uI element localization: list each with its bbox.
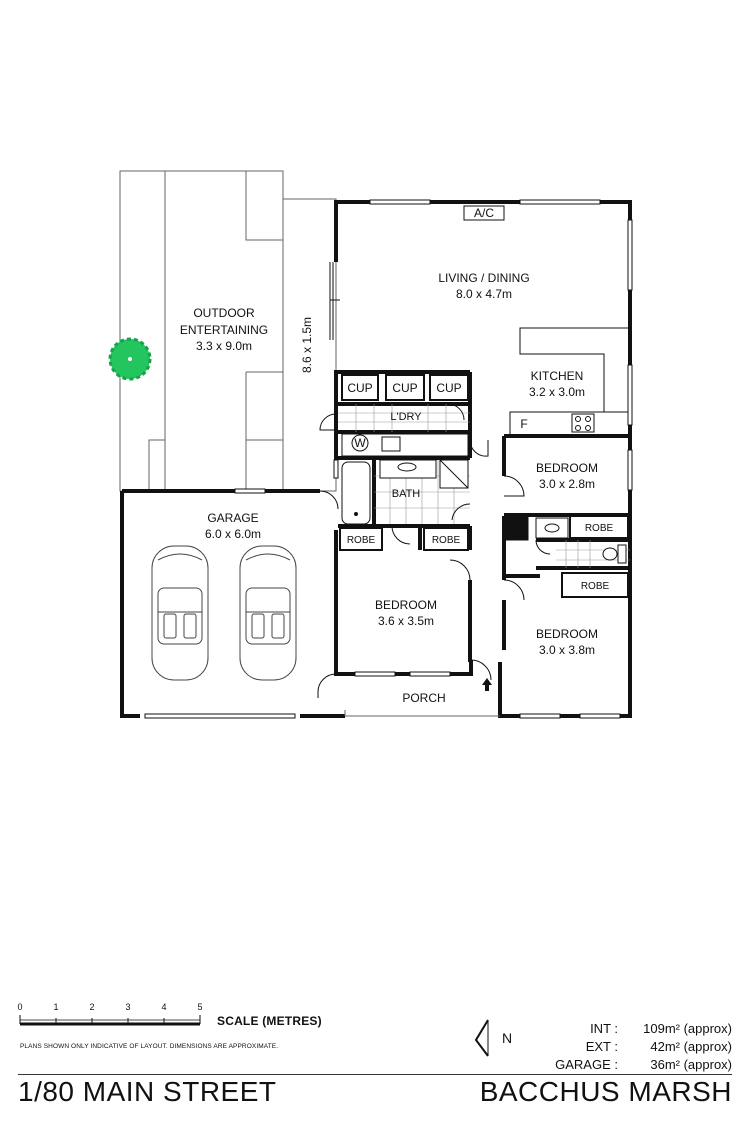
bedroom-main-dims: 3.6 x 3.5m: [378, 614, 434, 628]
kitchen-bench: [509, 327, 628, 434]
robe-se-label: ROBE: [581, 581, 610, 592]
ac-label: A/C: [474, 206, 494, 220]
area-row-garage: GARAGE : 36m² (approx): [528, 1056, 732, 1074]
sliding-door: [329, 262, 340, 340]
cupboard-label-3: CUP: [436, 381, 461, 395]
tree-icon: [108, 337, 152, 381]
scale-tick-2: 2: [89, 1002, 95, 1012]
scale-tick-4: 4: [161, 1002, 167, 1012]
kitchen-label: KITCHEN: [531, 369, 584, 383]
side-path-dims: 8.6 x 1.5m: [300, 317, 314, 373]
door-swings: [317, 403, 551, 698]
robe-ne-label: ROBE: [585, 523, 614, 534]
scale-tick-0: 0: [17, 1002, 23, 1012]
property-suburb: BACCHUS MARSH: [479, 1076, 732, 1107]
bedroom-ne-label: BEDROOM: [536, 461, 598, 475]
footer-divider: [18, 1074, 732, 1075]
area-label-garage: GARAGE :: [555, 1057, 618, 1072]
car-icon-right: [239, 545, 297, 681]
scale-title: SCALE (METRES): [217, 1014, 322, 1028]
area-label-int: INT :: [590, 1021, 618, 1036]
area-label-ext: EXT :: [585, 1039, 618, 1054]
area-value-garage: 36m² (approx): [650, 1057, 732, 1072]
outdoor-dims: 3.3 x 9.0m: [196, 339, 252, 353]
area-row-int: INT : 109m² (approx): [528, 1020, 732, 1038]
laundry-fittings: [341, 433, 469, 457]
porch-outline: [344, 710, 500, 717]
toilet-floor: [556, 540, 630, 568]
area-row-ext: EXT : 42m² (approx): [528, 1038, 732, 1056]
toilet-fittings: [505, 515, 627, 564]
robe-left-label: ROBE: [347, 535, 376, 546]
living-label: LIVING / DINING: [438, 271, 529, 285]
outdoor-label-line1: OUTDOOR: [193, 306, 255, 320]
robe-mid-label: ROBE: [432, 535, 461, 546]
kitchen-dims: 3.2 x 3.0m: [529, 385, 585, 399]
scale-tick-labels: 0 1 2 3 4 5: [14, 1002, 214, 1016]
garage-label: GARAGE: [207, 511, 258, 525]
laundry-label: L'DRY: [390, 411, 422, 423]
area-value-int: 109m² (approx): [643, 1021, 732, 1036]
car-icon-left: [151, 545, 209, 681]
cupboard-label-1: CUP: [347, 381, 372, 395]
robes: [339, 515, 629, 598]
entry-arrow-icon: [482, 678, 492, 691]
bath-label: BATH: [392, 488, 421, 500]
ac-unit: [463, 205, 505, 221]
fridge-label: F: [520, 417, 527, 431]
property-address: 1/80 MAIN STREET: [18, 1076, 277, 1107]
area-value-ext: 42m² (approx): [650, 1039, 732, 1054]
outdoor-label-line2: ENTERTAINING: [180, 323, 268, 337]
laundry-floor: [338, 404, 470, 432]
bedroom-ne-dims: 3.0 x 2.8m: [539, 477, 595, 491]
living-dims: 8.0 x 4.7m: [456, 287, 512, 301]
cupboard-label-2: CUP: [392, 381, 417, 395]
bedroom-main-label: BEDROOM: [375, 598, 437, 612]
porch-label: PORCH: [402, 691, 445, 705]
windows: [144, 199, 633, 719]
area-summary: INT : 109m² (approx) EXT : 42m² (approx)…: [528, 1020, 732, 1074]
garage-dims: 6.0 x 6.0m: [205, 527, 261, 541]
exterior-walls: [120, 200, 632, 718]
scale-tick-3: 3: [125, 1002, 131, 1012]
north-label: N: [502, 1030, 512, 1046]
bedroom-se-dims: 3.0 x 3.8m: [539, 643, 595, 657]
bathroom-fittings: [341, 459, 469, 525]
cupboards: [341, 374, 469, 401]
scale-tick-1: 1: [53, 1002, 59, 1012]
scale-bar: [19, 1015, 201, 1026]
washer-label: W: [354, 436, 366, 450]
disclaimer: PLANS SHOWN ONLY INDICATIVE OF LAYOUT. D…: [20, 1043, 279, 1050]
north-compass-icon: N: [474, 1019, 512, 1057]
bedroom-se-label: BEDROOM: [536, 627, 598, 641]
scale-tick-5: 5: [197, 1002, 203, 1012]
